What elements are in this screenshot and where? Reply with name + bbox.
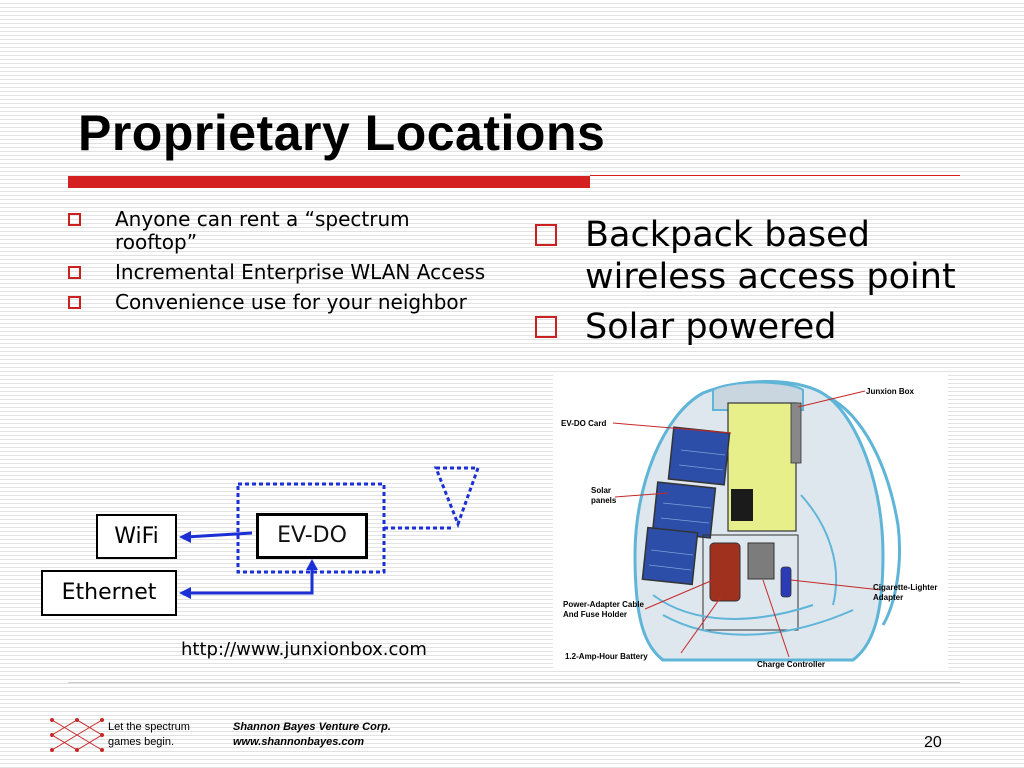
bullet-text: Backpack based wireless access point [585, 215, 956, 297]
label-cig-2: Adapter [873, 593, 903, 602]
cigarette-adapter [780, 566, 792, 598]
bullet-item: Backpack based wireless access point [535, 214, 995, 298]
battery [709, 542, 741, 602]
square-bullet-icon [68, 213, 81, 226]
bullet-text: Incremental Enterprise WLAN Access [115, 260, 486, 284]
square-bullet-icon [68, 296, 81, 309]
bullet-item: Anyone can rent a “spectrum rooftop” [68, 208, 488, 254]
wifi-box: WiFi [96, 514, 177, 559]
arrowhead-icon [179, 587, 191, 599]
right-bullet-list: Backpack based wireless access point Sol… [535, 214, 995, 356]
label-power-1: Power-Adapter Cable [563, 600, 644, 609]
bullet-item: Incremental Enterprise WLAN Access [68, 261, 488, 284]
junxionbox-url[interactable]: http://www.junxionbox.com [181, 639, 427, 660]
ethernet-box: Ethernet [41, 570, 177, 616]
square-bullet-icon [535, 316, 557, 338]
bullet-text: Solar powered [585, 307, 837, 347]
label-cig-1: Cigarette-Lighter [873, 583, 937, 592]
footer-tagline: Let the spectrum games begin. [108, 721, 190, 748]
bullet-item: Solar powered [535, 306, 995, 348]
ethernet-connector [186, 566, 314, 595]
square-bullet-icon [535, 224, 557, 246]
bullet-text: Convenience use for your neighbor [115, 290, 467, 314]
footer-divider [68, 682, 960, 683]
footer-website[interactable]: www.shannonbayes.com [233, 736, 365, 748]
left-bullet-list: Anyone can rent a “spectrum rooftop” Inc… [68, 208, 488, 321]
page-number: 20 [924, 734, 942, 751]
charge-controller [747, 542, 775, 580]
backpack-diagram: Junxion Box EV-DO Card Solar panels Ciga… [553, 375, 948, 671]
bullet-text: Anyone can rent a “spectrum rooftop” [115, 207, 410, 254]
label-evdo-card: EV-DO Card [561, 419, 606, 428]
spectrum-logo-icon [50, 718, 104, 752]
footer-company: Shannon Bayes Venture Corp. www.shannonb… [233, 721, 391, 748]
arrowhead-icon [179, 531, 191, 543]
slide-title: Proprietary Locations [78, 105, 606, 161]
label-battery: 1.2-Amp-Hour Battery [565, 652, 648, 661]
label-solar-2: panels [591, 496, 617, 505]
title-underline [68, 176, 590, 188]
backpack-strap [827, 395, 901, 626]
antenna-icon [433, 466, 481, 529]
label-charge: Charge Controller [757, 660, 825, 669]
arrowhead-icon [306, 559, 318, 570]
bullet-item: Convenience use for your neighbor [68, 291, 488, 314]
square-bullet-icon [68, 266, 81, 279]
wifi-connector [185, 531, 253, 539]
evdo-card [731, 489, 753, 521]
title-underline-thin [590, 175, 960, 176]
evdo-box: EV-DO [256, 513, 368, 559]
solar-panels [641, 426, 731, 586]
label-junxion-box: Junxion Box [866, 387, 915, 396]
label-power-2: And Fuse Holder [563, 610, 627, 619]
label-solar-1: Solar [591, 486, 611, 495]
